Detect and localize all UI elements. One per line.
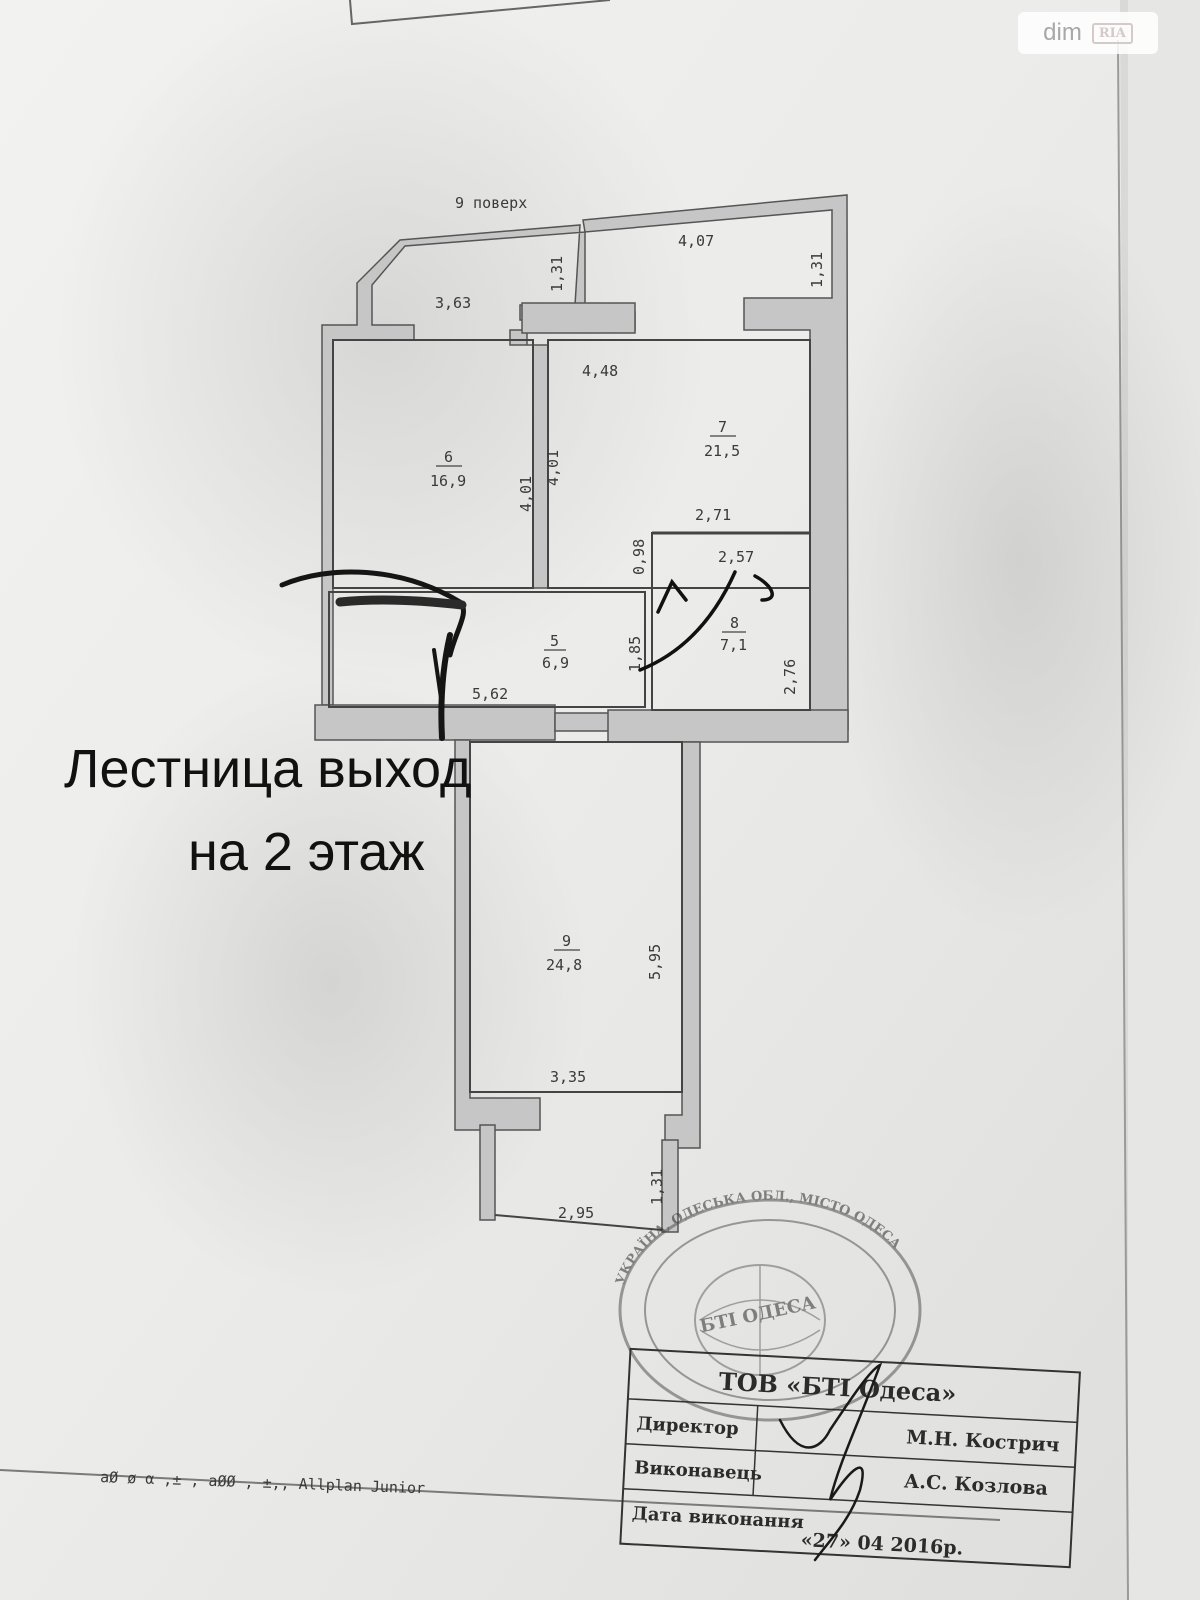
- room-8-label: 8 7,1: [720, 614, 747, 654]
- room-area: 7,1: [720, 636, 747, 654]
- dim-hall-width: 5,62: [472, 685, 508, 703]
- watermark-badge: RIA: [1091, 22, 1133, 44]
- dim-balcony-width: 2,95: [558, 1204, 594, 1222]
- floor-label: 9 поверх: [455, 194, 527, 212]
- caption-line-2: на 2 этаж: [188, 822, 425, 882]
- dim-left-notch: 1,31: [548, 256, 566, 292]
- room-9-label: 9 24,8: [546, 932, 582, 974]
- room-number: 8: [730, 614, 739, 632]
- dim-hall-height: 1,85: [626, 636, 644, 672]
- dim-room8-width: 2,57: [718, 548, 754, 566]
- dim-room8-width-top: 2,71: [695, 506, 731, 524]
- room-7-label: 7 21,5: [704, 418, 740, 460]
- dim-room9-width: 3,35: [550, 1068, 586, 1086]
- room-area: 21,5: [704, 442, 740, 460]
- dim-ria-watermark: dim RIA: [1018, 12, 1158, 54]
- watermark-brand: dim: [1043, 19, 1082, 46]
- stair-arrow-icon: [638, 570, 774, 672]
- room-number: 6: [444, 448, 453, 466]
- dim-right-notch: 1,31: [808, 252, 826, 288]
- room-area: 6,9: [542, 654, 569, 672]
- room-number: 9: [562, 932, 571, 950]
- room-5-label: 5 6,9: [542, 632, 569, 672]
- dim-room8-height: 2,76: [781, 659, 799, 695]
- caption-line-1: Лестница выход: [64, 739, 471, 799]
- room-area: 24,8: [546, 956, 582, 974]
- dim-balcony-height: 1,31: [648, 1169, 666, 1205]
- dim-room7-width: 4,48: [582, 362, 618, 380]
- dim-room7-height: 4,01: [544, 450, 562, 486]
- dim-top-left-width: 3,63: [435, 294, 471, 312]
- room-number: 5: [550, 632, 559, 650]
- dim-room6-height: 4,01: [517, 476, 535, 512]
- room-number: 7: [718, 418, 727, 436]
- dim-top-right-width: 4,07: [678, 232, 714, 250]
- stair-marker-scribble: [279, 569, 467, 741]
- director-signature: [778, 1362, 883, 1562]
- room-6-label: 6 16,9: [430, 448, 466, 490]
- room-area: 16,9: [430, 472, 466, 490]
- dim-room8-gap: 0,98: [630, 539, 648, 575]
- dim-room9-height: 5,95: [646, 944, 664, 980]
